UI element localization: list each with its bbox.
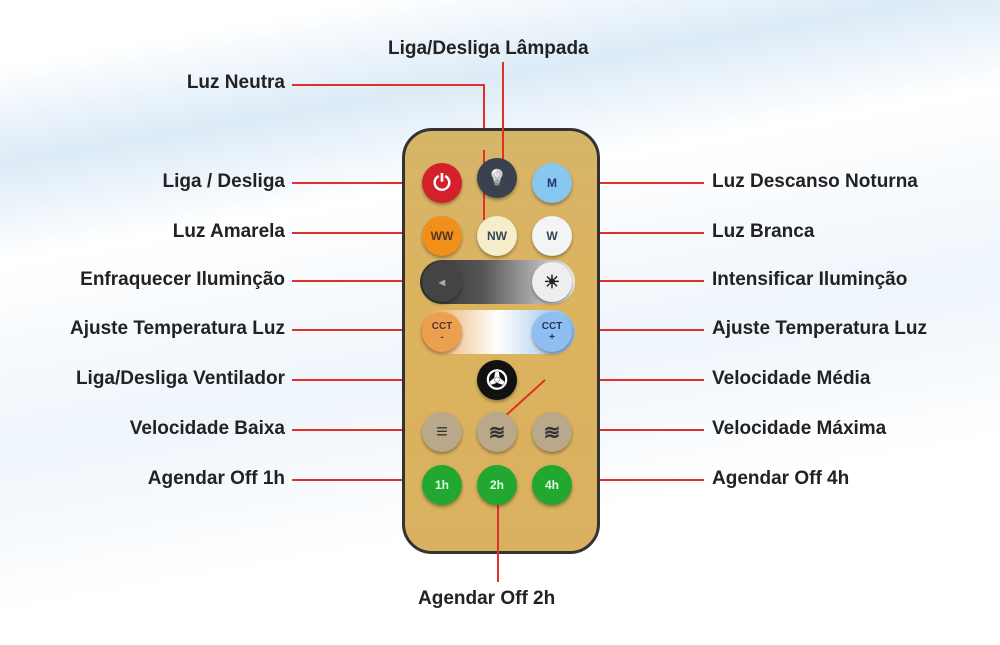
label-velocidade-maxima: Velocidade Máxima — [712, 418, 887, 439]
dim-button[interactable]: ◂ — [422, 262, 462, 302]
cct-minus-button[interactable]: CCT - — [422, 312, 462, 352]
fan-toggle-button[interactable]: ✇ — [477, 360, 517, 400]
label-luz-neutra: Luz Neutra — [186, 72, 285, 93]
speed-medium-icon: ≋ — [488, 421, 506, 444]
label-luz-descanso: Luz Descanso Noturna — [712, 171, 918, 192]
white-light-button[interactable]: W — [532, 216, 572, 256]
timer-2h-button[interactable]: 2h — [477, 465, 517, 505]
label-luz-branca: Luz Branca — [712, 221, 815, 242]
label-liga-desliga: Liga / Desliga — [162, 171, 285, 192]
label-velocidade-baixa: Velocidade Baixa — [129, 418, 285, 439]
power-button[interactable]: ⏻ — [422, 163, 462, 203]
sun-icon: ☀ — [543, 271, 561, 292]
dim-icon: ◂ — [438, 275, 446, 289]
timer-1h-button[interactable]: 1h — [422, 465, 462, 505]
neutral-light-button[interactable]: NW — [477, 216, 517, 256]
timer-4h-button[interactable]: 4h — [532, 465, 572, 505]
label-agendar-off-2h: Agendar Off 2h — [418, 588, 556, 609]
label-enfraquecer: Enfraquecer Ilumin­ção — [80, 269, 285, 290]
label-liga-desliga-lampada: Liga/Desliga Lâmpada — [388, 38, 589, 59]
warm-light-button[interactable]: WW — [422, 216, 462, 256]
brighten-button[interactable]: ☀ — [532, 262, 572, 302]
fan-icon: ✇ — [486, 364, 508, 395]
speed-low-button[interactable]: ≡ — [422, 412, 462, 452]
label-velocidade-media: Velocidade Média — [712, 368, 871, 389]
label-intensificar: Intensificar Iluminção — [712, 269, 908, 290]
label-agendar-off-4h: Agendar Off 4h — [712, 468, 850, 489]
label-ajuste-temperatura-right: Ajuste Temperatura Luz — [712, 318, 928, 339]
label-liga-desliga-ventilador: Liga/Desliga Ventilador — [75, 368, 285, 389]
speed-medium-button[interactable]: ≋ — [477, 412, 517, 452]
night-light-button[interactable]: M — [532, 163, 572, 203]
label-ajuste-temperatura-left: Ajuste Temperatura Luz — [69, 318, 285, 339]
speed-max-icon: ≋ — [543, 421, 561, 444]
bulb-icon: 💡 — [487, 170, 507, 187]
speed-max-button[interactable]: ≋ — [532, 412, 572, 452]
lamp-toggle-button[interactable]: 💡 — [477, 158, 517, 198]
label-agendar-off-1h: Agendar Off 1h — [147, 468, 285, 489]
cct-plus-button[interactable]: CCT + — [532, 312, 572, 352]
label-luz-amarela: Luz Amarela — [172, 221, 285, 242]
speed-low-icon: ≡ — [436, 420, 448, 443]
